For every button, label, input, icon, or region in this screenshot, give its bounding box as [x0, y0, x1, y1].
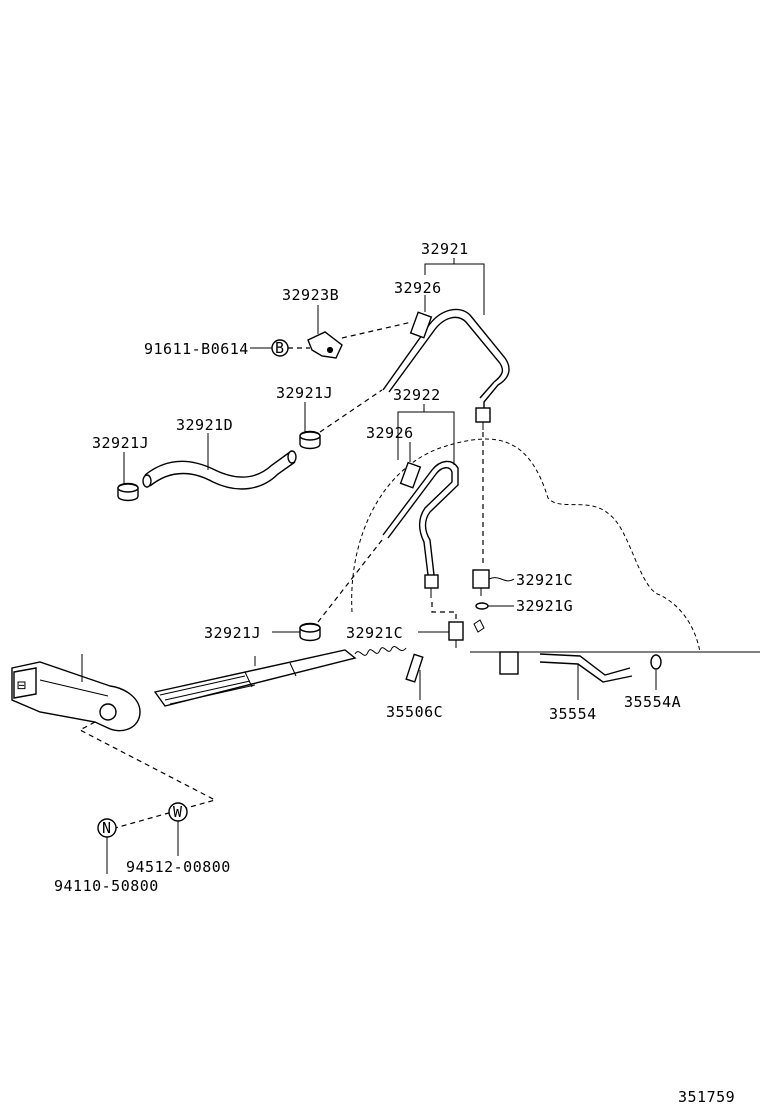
- shift-lever-tab-mark: ⊟: [17, 676, 27, 694]
- link-35554-bracket: [499, 651, 519, 675]
- shift-lever-bore: [99, 703, 117, 721]
- pipe-32921: [382, 308, 510, 412]
- pipe-32921-fitting: [475, 407, 491, 423]
- shift-lever-tab: [13, 667, 37, 699]
- shift-shaft-spring: [354, 646, 407, 656]
- hose-32921D-end-right: [287, 450, 297, 464]
- label-32923B: 32923B: [282, 286, 339, 304]
- clip-32923B: [307, 331, 343, 359]
- transmission-housing-outline: [351, 438, 701, 653]
- label-32926-top: 32926: [394, 279, 442, 297]
- label-35554A: 35554A: [624, 693, 681, 711]
- pipe-32922-fitting: [424, 574, 439, 589]
- sleeve-32926-top: [409, 311, 433, 339]
- oring-32921G: [475, 602, 489, 610]
- clamp-32921J-left-top: [117, 483, 139, 493]
- hose-32921D-lower: [149, 461, 296, 490]
- label-94110-50800: 94110-50800: [54, 877, 159, 895]
- shift-shaft: [153, 649, 357, 707]
- shift-shaft-divider: [244, 671, 253, 688]
- label-32922: 32922: [393, 386, 441, 404]
- shift-lever-edge: [39, 679, 109, 697]
- label-32921J-left: 32921J: [92, 434, 149, 452]
- label-35554: 35554: [549, 705, 597, 723]
- label-32921C-right: 32921C: [516, 571, 573, 589]
- dash-32923B-to-sleeve: [341, 321, 413, 339]
- label-32921D: 32921D: [176, 416, 233, 434]
- dash-clamp-bottom-to-pipe: [317, 539, 383, 623]
- leader-32921C-right: [488, 577, 515, 582]
- pipe-32922-inner: [387, 467, 453, 576]
- marker-b-letter: B: [275, 339, 285, 357]
- dash-mid-fitting: [431, 602, 457, 620]
- dash-clamp-to-pipe: [319, 389, 383, 433]
- sleeve-32926-mid: [399, 461, 422, 489]
- label-32921G: 32921G: [516, 597, 573, 615]
- label-32921J-top: 32921J: [276, 384, 333, 402]
- pin-35506C: [405, 653, 424, 683]
- label-32921C-mid: 32921C: [346, 624, 403, 642]
- label-32926-mid: 32926: [366, 424, 414, 442]
- shift-shaft-spline: [159, 675, 256, 705]
- clamp-32921J-top-rim: [299, 431, 321, 441]
- label-35506C: 35506C: [386, 703, 443, 721]
- shift-shaft-divider-2: [289, 662, 297, 677]
- dash-lever-to-washer: [78, 721, 217, 829]
- fitting-32921C-mid: [448, 621, 464, 641]
- pipe-32921-inner: [388, 316, 504, 399]
- hose-32921D-end-left: [142, 474, 152, 488]
- bracket-32922: [397, 411, 455, 465]
- label-91611-B0614: 91611-B0614: [144, 340, 249, 358]
- label-94512-00800: 94512-00800: [126, 858, 231, 876]
- label-32921J-bottom: 32921J: [204, 624, 261, 642]
- clamp-32921J-bottom-rim: [299, 623, 321, 633]
- pipe-32922: [382, 460, 459, 576]
- hose-32921D: [144, 451, 291, 478]
- figure-id: 351759: [678, 1088, 735, 1106]
- marker-w-letter: W: [173, 803, 183, 821]
- link-35554-lower: [539, 661, 633, 683]
- fitting-32921C-right: [472, 569, 490, 589]
- label-32921: 32921: [421, 240, 469, 258]
- clip-32923B-hole: [326, 346, 334, 354]
- clip-35554A: [650, 654, 662, 670]
- housing-port: [473, 619, 485, 633]
- link-35554: [539, 653, 631, 676]
- marker-n-letter: N: [102, 819, 112, 837]
